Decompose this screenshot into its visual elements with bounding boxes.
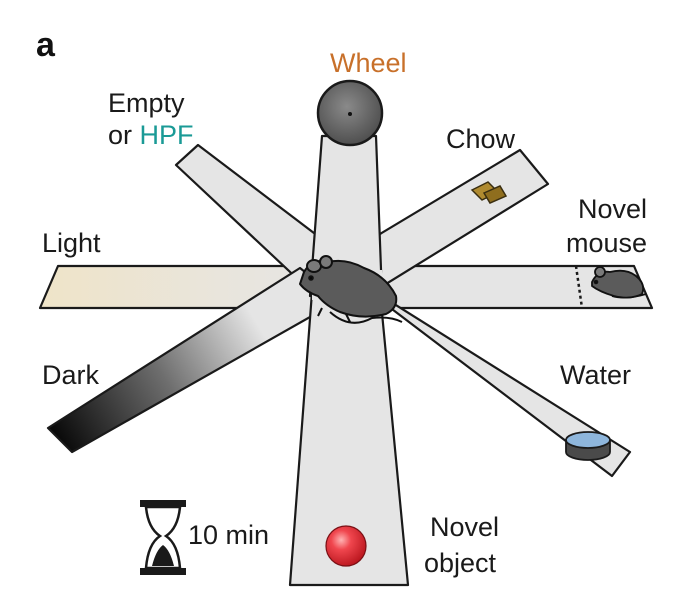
red-ball-icon xyxy=(325,525,367,567)
label-or: or xyxy=(108,120,140,150)
label-water: Water xyxy=(560,360,631,390)
label-timer: 10 min xyxy=(188,520,269,550)
label-or-hpf: or HPF xyxy=(108,120,194,150)
hourglass-icon xyxy=(140,500,186,575)
mouse-icon xyxy=(591,266,647,299)
label-novel-mouse-1: Novel xyxy=(578,194,647,224)
label-chow: Chow xyxy=(446,124,516,154)
label-novel-object-2: object xyxy=(424,548,497,578)
label-empty: Empty xyxy=(108,88,185,118)
running-wheel-icon xyxy=(316,79,384,147)
panel-letter: a xyxy=(36,26,56,64)
mesh-partition xyxy=(574,265,584,309)
label-novel-mouse-2: mouse xyxy=(566,228,647,258)
label-dark: Dark xyxy=(42,360,100,390)
mouse-icon xyxy=(299,255,403,324)
label-hpf: HPF xyxy=(140,120,194,150)
label-wheel: Wheel xyxy=(330,48,407,78)
label-novel-object-1: Novel xyxy=(430,512,499,542)
chow-pellet-icon xyxy=(470,181,508,204)
label-light: Light xyxy=(42,228,101,258)
water-dish-icon xyxy=(565,431,611,461)
